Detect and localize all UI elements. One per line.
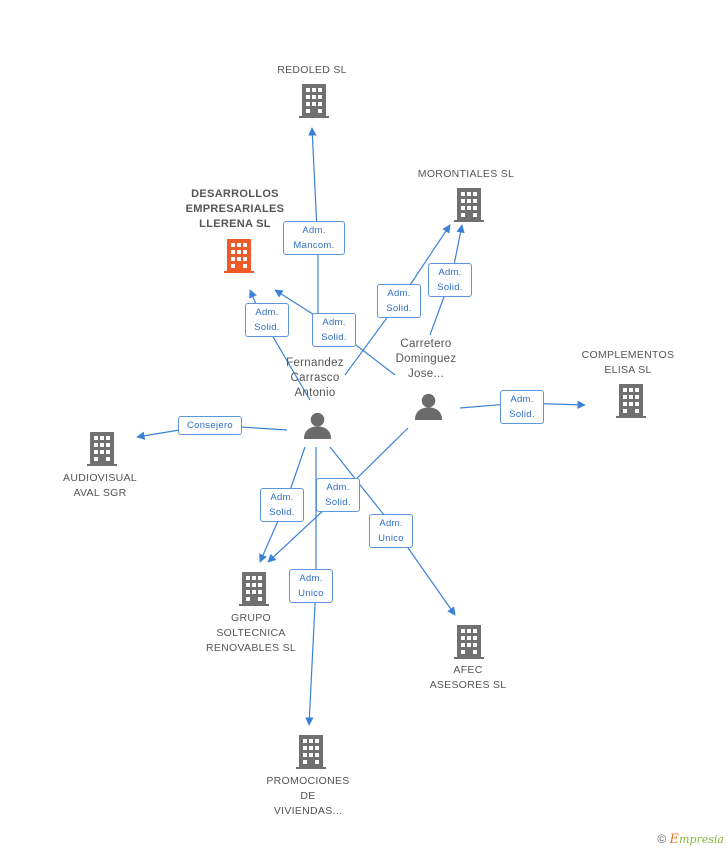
- edge-label-line: Adm.: [326, 482, 350, 493]
- edge-label-line: Solid.: [325, 497, 351, 508]
- edge-label-line: Solid.: [321, 332, 347, 343]
- building-icon[interactable]: [299, 84, 329, 118]
- person-name-line: Fernandez: [286, 357, 344, 369]
- edge-label-consejero[interactable]: Consejero: [178, 416, 242, 435]
- brand-name: mpresia: [679, 833, 724, 846]
- person-name-line: Jose...: [408, 368, 444, 380]
- person-name-line: Carretero: [400, 338, 452, 350]
- node-grupo-label[interactable]: GRUPO SOLTECNICA RENOVABLES SL: [194, 611, 308, 656]
- edge-label-adm-unico[interactable]: Adm. Unico: [289, 569, 333, 603]
- edge-label-adm-solid[interactable]: Adm. Solid.: [312, 313, 356, 347]
- person-icon[interactable]: [303, 412, 332, 440]
- edge-label-line: Adm.: [379, 518, 403, 529]
- company-name-line: AVAL SGR: [73, 487, 127, 499]
- company-name-line: DE: [300, 790, 316, 802]
- node-audiovisual-label[interactable]: AUDIOVISUAL AVAL SGR: [48, 471, 152, 501]
- building-icon[interactable]: [296, 735, 326, 769]
- company-name-line: COMPLEMENTOS: [581, 349, 675, 361]
- edge-label-line: Mancom.: [293, 240, 335, 251]
- edge-label-adm-solid[interactable]: Adm. Solid.: [260, 488, 304, 522]
- node-desarrollos-label[interactable]: DESARROLLOS EMPRESARIALES LLERENA SL: [170, 187, 300, 232]
- building-icon[interactable]: [454, 625, 484, 659]
- edge-label-line: Solid.: [509, 409, 535, 420]
- brand-initial: E: [669, 832, 680, 847]
- edge-label-line: Adm.: [302, 225, 326, 236]
- company-name-line: AUDIOVISUAL: [63, 472, 137, 484]
- footer-brand: © Empresia: [657, 832, 724, 847]
- edge-label-line: Solid.: [269, 507, 295, 518]
- edge-label-line: Adm.: [270, 492, 294, 503]
- company-name-line: VIVIENDAS...: [273, 805, 343, 817]
- person-fernandez-label[interactable]: Fernandez Carrasco Antonio: [270, 356, 360, 401]
- copyright-symbol: ©: [657, 832, 667, 846]
- edge-label-line: Consejero: [186, 420, 233, 431]
- company-name-line: ELISA SL: [604, 364, 652, 376]
- company-name-line: LLERENA SL: [199, 218, 271, 230]
- edge-label-adm-solid[interactable]: Adm. Solid.: [428, 263, 472, 297]
- edge-label-line: Adm.: [387, 288, 411, 299]
- company-name: MORONTIALES SL: [417, 168, 515, 180]
- edge-label-line: Unico: [378, 533, 404, 544]
- node-afec-label[interactable]: AFEC ASESORES SL: [416, 663, 520, 693]
- edge-label-adm-solid[interactable]: Adm. Solid.: [377, 284, 421, 318]
- building-icon[interactable]: [239, 572, 269, 606]
- brand-logo: Empresia: [669, 832, 724, 847]
- node-redoled-label[interactable]: REDOLED SL: [264, 63, 360, 78]
- company-name-line: DESARROLLOS: [191, 188, 279, 200]
- edge-label-line: Adm.: [322, 317, 346, 328]
- company-name-line: GRUPO: [230, 612, 271, 624]
- edge-label-line: Adm.: [438, 267, 462, 278]
- company-name-line: SOLTECNICA: [216, 627, 286, 639]
- edge-label-adm-solid[interactable]: Adm. Solid.: [316, 478, 360, 512]
- building-icon[interactable]: [87, 432, 117, 466]
- company-name-line: RENOVABLES SL: [205, 642, 297, 654]
- company-name: REDOLED SL: [277, 64, 347, 76]
- person-name-line: Antonio: [294, 387, 336, 399]
- person-name-line: Carrasco: [290, 372, 340, 384]
- company-name-line: AFEC: [453, 664, 483, 676]
- edge-label-line: Solid.: [386, 303, 412, 314]
- edge-label-line: Adm.: [299, 573, 323, 584]
- node-promociones-label[interactable]: PROMOCIONES DE VIVIENDAS...: [258, 774, 358, 819]
- edge-label-line: Adm.: [510, 394, 534, 405]
- company-name-line: ASESORES SL: [429, 679, 507, 691]
- node-morontiales-label[interactable]: MORONTIALES SL: [406, 167, 526, 182]
- building-icon[interactable]: [224, 239, 254, 273]
- edge-label-adm-unico[interactable]: Adm. Unico: [369, 514, 413, 548]
- edge-label-line: Solid.: [437, 282, 463, 293]
- edge-label-line: Solid.: [254, 322, 280, 333]
- company-name-line: PROMOCIONES: [266, 775, 350, 787]
- edge-label-adm-solid[interactable]: Adm. Solid.: [500, 390, 544, 424]
- person-icon[interactable]: [414, 393, 443, 421]
- person-name-line: Dominguez: [395, 353, 457, 365]
- person-carretero-label[interactable]: Carretero Dominguez Jose...: [381, 337, 471, 382]
- building-icon[interactable]: [454, 188, 484, 222]
- building-icon[interactable]: [616, 384, 646, 418]
- edge-label-adm-solid[interactable]: Adm. Solid.: [245, 303, 289, 337]
- node-complementos-label[interactable]: COMPLEMENTOS ELISA SL: [570, 348, 686, 378]
- edge-label-adm-mancom[interactable]: Adm. Mancom.: [283, 221, 345, 255]
- edge-label-line: Adm.: [255, 307, 279, 318]
- edge-label-line: Unico: [298, 588, 324, 599]
- company-name-line: EMPRESARIALES: [185, 203, 285, 215]
